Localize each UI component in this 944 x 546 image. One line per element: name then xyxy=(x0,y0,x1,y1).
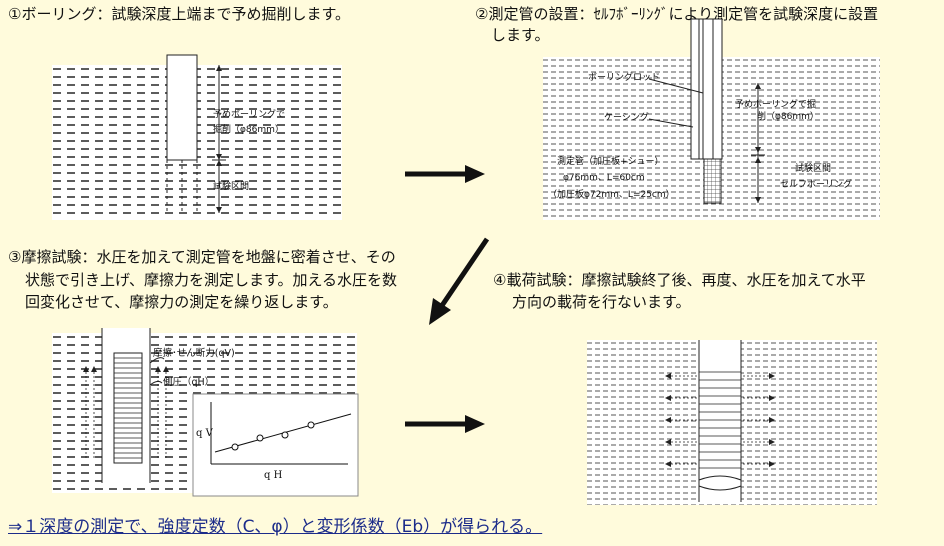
step1-caption: ①ボーリング：試験深度上端まで予め掘削します。 xyxy=(8,5,350,23)
arrow-down-left xyxy=(429,237,490,325)
panel2-rod-label: ボーリングロッド xyxy=(588,73,661,83)
panel3-lateral-label: 側圧（qH） xyxy=(163,377,215,388)
step4-caption-line1: ④載荷試験：摩擦試験終了後、再度、水圧を加えて水平 xyxy=(493,271,866,289)
panel2-prebore-label-2: 削（φ86mm） xyxy=(757,112,819,122)
arrow-right-2 xyxy=(405,415,485,433)
arrow-right-1 xyxy=(405,165,485,183)
panel1-diagram xyxy=(52,54,342,220)
step4-caption-line2: 方向の載荷を行ないます。 xyxy=(512,293,691,311)
panel1-test-section-label: 試験区間 xyxy=(213,182,250,192)
panel2-pipe-label-2: φ76mm、L=60cm xyxy=(563,173,645,183)
panel2-test-label-1: 試験区間 xyxy=(795,164,832,174)
step2-caption-line2: します。 xyxy=(491,26,550,44)
step3-caption-line3: 回変化させて、摩擦力の測定を繰り返します。 xyxy=(25,293,338,311)
panel2-test-label-2: セルフボーリング xyxy=(780,180,853,190)
step3-caption-line1: ③摩擦試験：水圧を加えて測定管を地盤に密着させ、その xyxy=(8,248,396,266)
panel2-diagram xyxy=(543,18,880,220)
panel1-prebore-label-1: 予めボーリングで xyxy=(213,110,286,120)
panel2-prebore-label-1: 予めボーリングで掘 xyxy=(735,100,817,110)
panel2-pipe-label-3: （加圧板φ72mm、L=25cm） xyxy=(548,190,675,200)
graph-y-axis-label: q V xyxy=(196,428,213,439)
panel3-shear-label: 摩擦･せん断力(qV) xyxy=(153,348,235,359)
panel1-prebore-label-2: 掘削（φ86mm） xyxy=(213,125,284,135)
panel4-diagram xyxy=(587,340,877,505)
conclusion-text: ⇒１深度の測定で、強度定数（C、φ）と変形係数（Eb）が得られる。 xyxy=(8,517,543,537)
panel2-casing-label: ケーシング xyxy=(604,113,649,123)
panel3-qh-qv-graph xyxy=(192,393,359,497)
step2-caption-line1: ②測定管の設置：ｾﾙﾌﾎﾞｰﾘﾝｸﾞにより測定管を試験深度に設置 xyxy=(475,5,879,23)
panel2-pipe-label-1: 測定管（加圧板+シュー） xyxy=(557,157,664,167)
step3-caption-line2: 状態で引き上げ、摩擦力を測定します。加える水圧を数 xyxy=(25,271,398,289)
graph-x-axis-label: q H xyxy=(264,470,283,481)
